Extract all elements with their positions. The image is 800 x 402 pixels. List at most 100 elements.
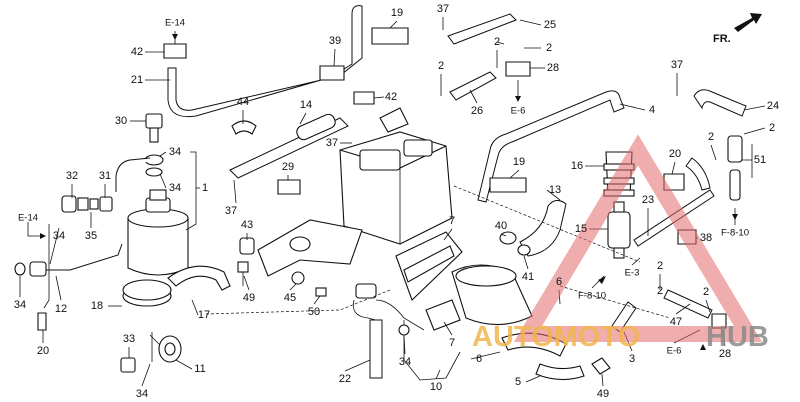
warning-triangle-icon xyxy=(513,134,763,342)
callout-c16: 16 xyxy=(571,160,583,172)
reference-r1: E-14 xyxy=(165,18,185,29)
callout-c37d: 37 xyxy=(671,59,683,71)
reference-r5: E-3 xyxy=(625,268,640,279)
callout-c2h: 2 xyxy=(657,285,663,297)
callout-c2g: 2 xyxy=(703,286,709,298)
hose-13 xyxy=(519,200,567,257)
callout-c34a: 34 xyxy=(169,146,181,158)
callout-c17: 17 xyxy=(198,309,210,321)
callout-c22: 22 xyxy=(339,373,351,385)
callout-c1: 1 xyxy=(202,182,208,194)
callout-c32: 32 xyxy=(66,170,78,182)
watermark-text-part2: HUB xyxy=(706,321,769,353)
front-direction-indicator: FR. xyxy=(713,13,762,45)
callout-c12: 12 xyxy=(55,303,67,315)
callout-c47: 47 xyxy=(670,316,682,328)
callout-c15: 15 xyxy=(575,223,587,235)
callout-c34f: 34 xyxy=(399,356,411,368)
callout-c19b: 19 xyxy=(513,156,525,168)
reference-r2: E-6 xyxy=(511,106,526,117)
reference-r7: E-6 xyxy=(667,346,682,357)
hose-4 xyxy=(477,90,625,203)
watermark-text-part1: AUTOMOTO xyxy=(472,321,640,353)
callout-c31: 31 xyxy=(99,170,111,182)
callout-c18: 18 xyxy=(91,300,103,312)
callout-c2e: 2 xyxy=(769,122,775,134)
callout-c5: 5 xyxy=(515,376,521,388)
clip-39 xyxy=(319,65,345,81)
callout-c20a: 20 xyxy=(669,148,681,160)
reference-r6: F-8-10 xyxy=(578,291,606,302)
callout-c37b: 37 xyxy=(326,137,338,149)
clamp-41 xyxy=(517,244,531,256)
callout-c4: 4 xyxy=(649,104,655,116)
callout-c38: 38 xyxy=(700,232,712,244)
callout-c14: 14 xyxy=(300,99,312,111)
leader-lines xyxy=(19,17,766,387)
callout-c34d: 34 xyxy=(14,299,26,311)
fuel-filter-assembly xyxy=(14,43,231,373)
callout-c39: 39 xyxy=(329,35,341,47)
callout-c25: 25 xyxy=(544,19,556,31)
callout-c41: 41 xyxy=(522,271,534,283)
hose-26 xyxy=(449,71,497,101)
callout-c49b: 49 xyxy=(597,388,609,400)
callout-c28b: 28 xyxy=(719,348,731,360)
clamp-42-mid xyxy=(353,91,375,105)
callout-c2d: 2 xyxy=(708,131,714,143)
fuel-pump-assembly xyxy=(352,231,611,381)
hose-25 xyxy=(447,13,517,45)
fitting-28 xyxy=(505,61,531,77)
callout-c45: 45 xyxy=(284,292,296,304)
callout-c40: 40 xyxy=(495,220,507,232)
callout-c42a: 42 xyxy=(131,46,143,58)
callout-c37c: 37 xyxy=(225,205,237,217)
callout-c50: 50 xyxy=(308,306,320,318)
callout-c21: 21 xyxy=(131,74,143,86)
callout-c29: 29 xyxy=(282,161,294,173)
reference-arrows xyxy=(40,34,738,350)
callout-c6b: 6 xyxy=(476,353,482,365)
callout-c34b: 34 xyxy=(169,182,181,194)
callout-c26: 26 xyxy=(471,105,483,117)
clamp-44 xyxy=(231,120,257,135)
callout-c2b: 2 xyxy=(546,42,552,54)
callout-c7b: 7 xyxy=(449,337,455,349)
hose-21 xyxy=(167,5,363,118)
reference-r3: E-14 xyxy=(18,213,38,224)
callout-c35: 35 xyxy=(85,230,97,242)
direction-label: FR. xyxy=(713,33,731,45)
callout-c34e: 34 xyxy=(136,388,148,400)
clip-19-top xyxy=(371,27,409,45)
callout-c6a: 6 xyxy=(556,276,562,288)
reference-r4: F-8-10 xyxy=(721,228,749,239)
callout-c2a: 2 xyxy=(494,36,500,48)
callout-c7a: 7 xyxy=(449,215,455,227)
clamp-40 xyxy=(499,231,517,245)
callout-c13: 13 xyxy=(549,184,561,196)
callout-c49a: 49 xyxy=(243,292,255,304)
callout-c24: 24 xyxy=(767,100,779,112)
callout-c33: 33 xyxy=(123,333,135,345)
watermark: AUTOMOTO HUB xyxy=(472,134,769,353)
callout-c11: 11 xyxy=(194,363,205,375)
callout-c37a: 37 xyxy=(437,3,449,15)
clip-19-mid xyxy=(489,177,527,193)
callout-c2c: 2 xyxy=(438,60,444,72)
callout-c28a: 28 xyxy=(547,62,559,74)
callout-c30: 30 xyxy=(115,115,127,127)
callout-c34c: 34 xyxy=(53,230,65,242)
callout-c44: 44 xyxy=(237,96,249,108)
main-canister xyxy=(237,107,453,297)
callout-c23: 23 xyxy=(642,194,654,206)
clip-29 xyxy=(277,179,301,195)
callout-c10: 10 xyxy=(430,381,442,393)
callout-c19a: 19 xyxy=(391,7,403,19)
callout-c51: 51 xyxy=(754,154,766,166)
callout-c20b: 20 xyxy=(37,345,49,357)
callout-c2f: 2 xyxy=(657,260,663,272)
callout-c43: 43 xyxy=(241,219,253,231)
callout-c3: 3 xyxy=(629,353,635,365)
